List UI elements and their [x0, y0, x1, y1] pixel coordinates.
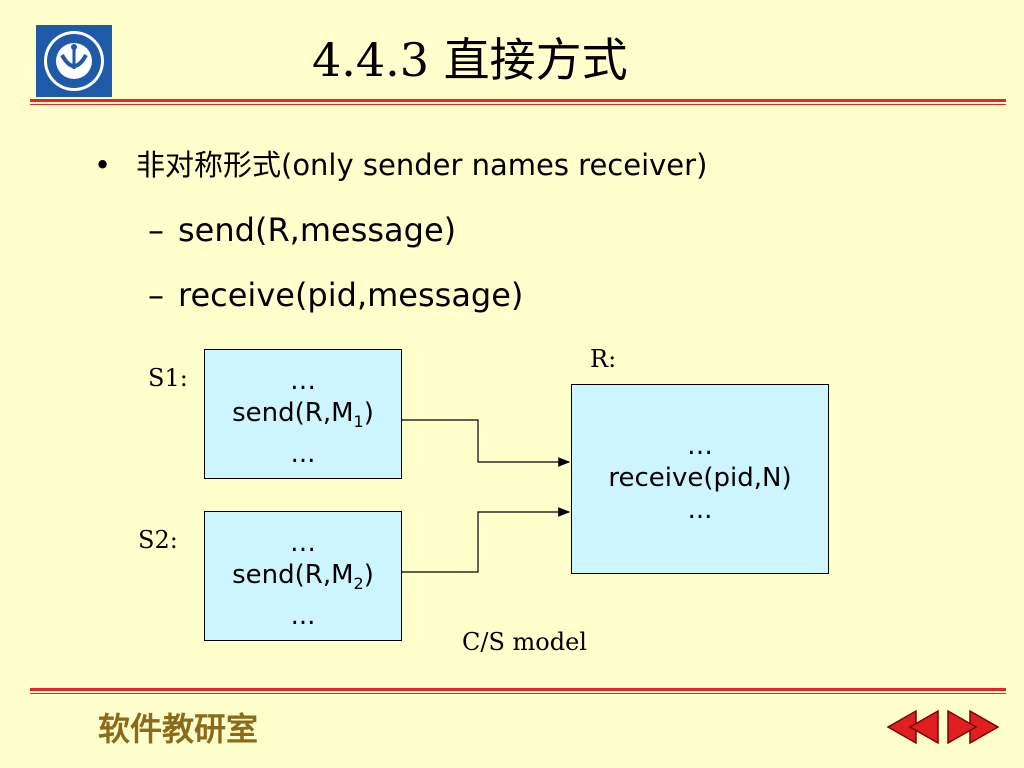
box-line: …: [290, 528, 316, 558]
bullet-dot-icon: •: [94, 148, 112, 182]
receiver-label: R:: [590, 345, 617, 373]
sub-item-text: receive(pid,message): [178, 276, 524, 314]
box-line: …: [687, 431, 713, 461]
sub-item-receive: –receive(pid,message): [148, 270, 523, 320]
arrow-s2-to-r: [402, 507, 571, 573]
header-divider: [30, 99, 1006, 105]
box-line: ...: [290, 439, 316, 470]
send-call: send(R,M1): [232, 398, 374, 432]
sender-1-box: … send(R,M1) ...: [204, 349, 402, 479]
sender-2-box: … send(R,M2) ...: [204, 511, 402, 641]
dash-icon: –: [148, 211, 164, 249]
arrow-right-icon: [947, 709, 1000, 745]
sender-1-label: S1:: [148, 364, 188, 392]
next-slide-button[interactable]: [946, 708, 1000, 750]
bullet-text: 非对称形式(only sender names receiver): [136, 148, 708, 182]
arrow-s1-to-r: [402, 419, 571, 467]
university-logo: [36, 25, 112, 97]
receiver-box: … receive(pid,N) ...: [571, 384, 829, 574]
slide-title: 4.4.3 直接方式: [312, 33, 628, 87]
prev-slide-button[interactable]: [886, 708, 940, 750]
sender-2-label: S2:: [138, 526, 178, 554]
diagram-caption: C/S model: [462, 628, 587, 656]
box-line: ...: [290, 601, 316, 632]
sub-item-text: send(R,message): [178, 211, 457, 249]
box-line: …: [290, 366, 316, 396]
footer-department: 软件教研室: [98, 710, 259, 748]
box-line: ...: [687, 495, 713, 525]
footer-divider: [30, 688, 1006, 694]
sub-item-send: –send(R,message): [148, 205, 456, 255]
receive-call: receive(pid,N): [608, 463, 792, 493]
send-call: send(R,M2): [232, 560, 374, 594]
bullet-item-main: • 非对称形式(only sender names receiver): [94, 142, 707, 188]
dash-icon: –: [148, 276, 164, 314]
arrow-left-icon: [886, 709, 939, 745]
